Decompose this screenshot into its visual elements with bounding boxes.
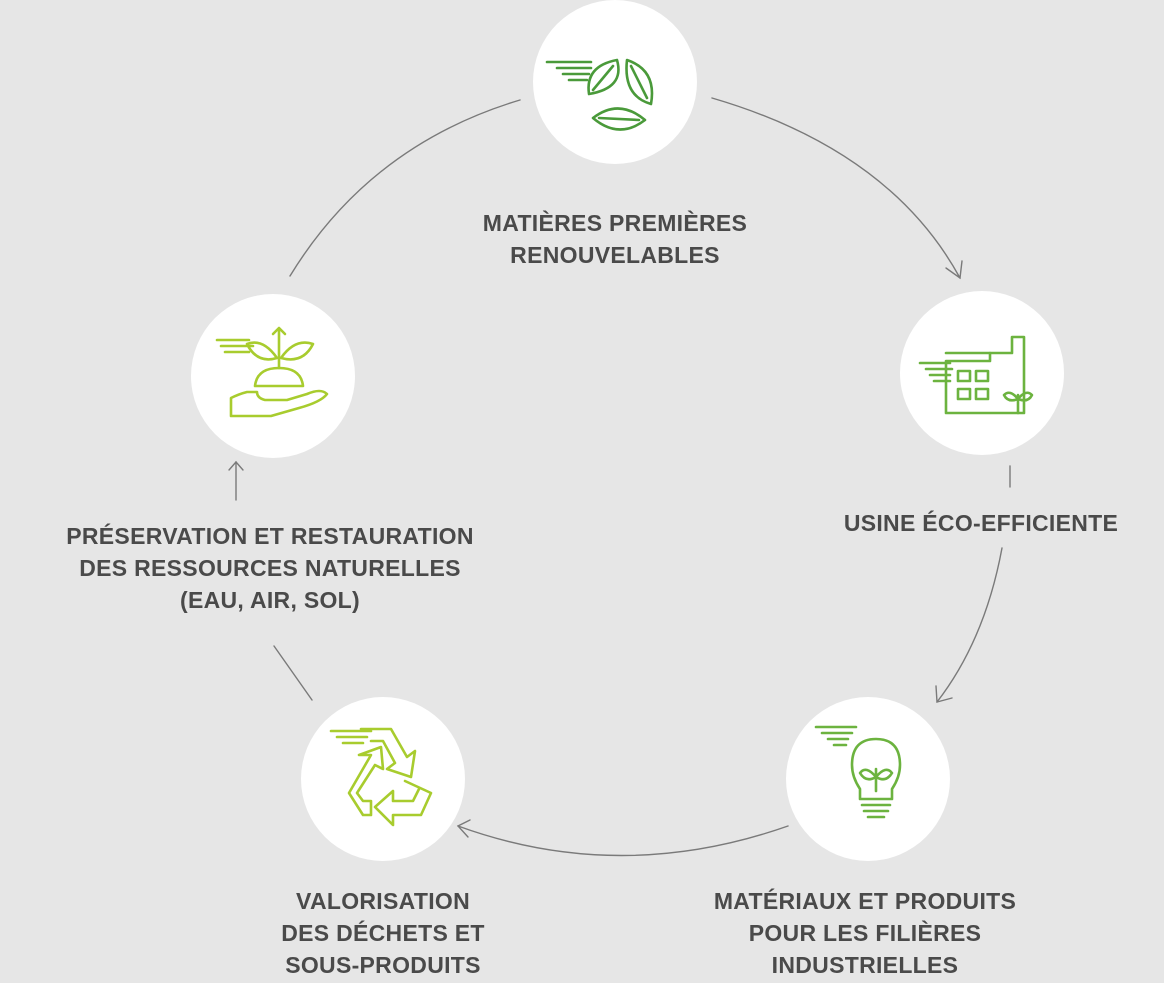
step-node-materiaux: [786, 697, 950, 861]
step-node-valorisation: [301, 697, 465, 861]
arrowhead-usine-to-materiaux: [935, 685, 953, 703]
recycle-icon: [329, 727, 433, 827]
arrowhead-preservation-up: [228, 460, 244, 471]
arrow-preservation-to-matieres: [289, 99, 521, 277]
connector-valorisation-to-preservation: [273, 645, 313, 701]
arrow-usine-to-materiaux: [936, 547, 1003, 703]
arrow-materiaux-to-valorisation: [457, 825, 789, 857]
lightbulb-icon: [814, 725, 902, 819]
step-node-preservation: [191, 294, 355, 458]
step-node-matieres: [533, 0, 697, 164]
factory-icon: [918, 335, 1034, 415]
arrowhead-materiaux-to-valorisation: [456, 819, 471, 838]
leaves-icon: [545, 58, 654, 131]
arrowhead-matieres-to-usine: [945, 260, 963, 280]
step-label-valorisation: VALORISATION DES DÉCHETS ET SOUS-PRODUIT…: [281, 888, 485, 978]
step-label-materiaux: MATÉRIAUX ET PRODUITS POUR LES FILIÈRES …: [713, 888, 1017, 978]
step-label-matieres: MATIÈRES PREMIÈRES RENOUVELABLES: [482, 210, 748, 268]
step-label-preservation: PRÉSERVATION ET RESTAURATION DES RESSOUR…: [66, 523, 474, 613]
step-node-usine: [900, 291, 1064, 455]
arrow-matieres-to-usine: [711, 97, 961, 279]
step-label-usine: USINE ÉCO-EFFICIENTE: [843, 510, 1119, 536]
plant-in-hand-icon: [215, 326, 329, 418]
